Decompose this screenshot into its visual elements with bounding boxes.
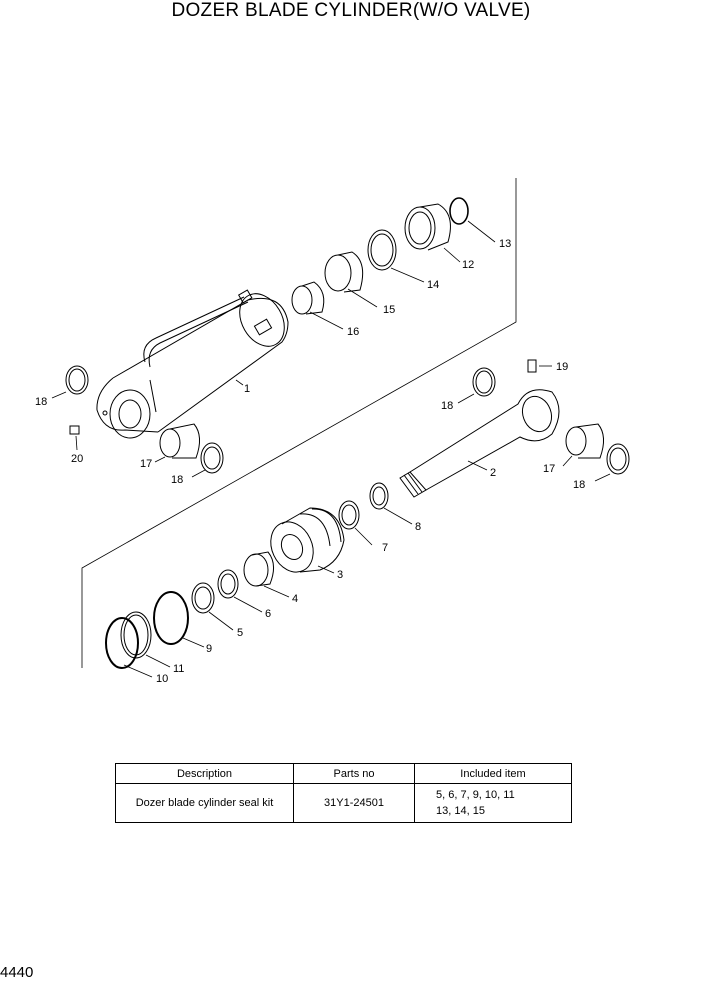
callout-19: 19 — [556, 361, 568, 373]
callout-20: 20 — [71, 453, 83, 465]
callout-7: 7 — [382, 542, 388, 554]
page-title: DOZER BLADE CYLINDER(W/O VALVE) — [171, 0, 531, 21]
callout-1: 1 — [244, 383, 250, 395]
cell-parts-no: 31Y1-24501 — [293, 783, 415, 823]
cylinder-tube-part-1 — [96, 289, 289, 439]
callout-2: 2 — [490, 467, 496, 479]
leader-lines — [51, 220, 611, 678]
piston-part-3 — [270, 507, 345, 573]
callout-4: 4 — [292, 593, 298, 605]
rod-seals-parts-12-to-16 — [291, 197, 469, 315]
callout-11: 11 — [173, 663, 184, 675]
cell-included-item: 5, 6, 7, 9, 10, 11 13, 14, 15 — [414, 783, 572, 823]
callout-18-right-bottom: 18 — [573, 479, 585, 491]
column-header-included-item: Included item — [414, 763, 572, 784]
page-number: 4440 — [0, 964, 34, 981]
callout-9: 9 — [206, 643, 212, 655]
callout-8: 8 — [415, 521, 421, 533]
callout-numbers: 1 2 3 4 5 6 7 8 9 10 11 12 13 14 15 16 1… — [35, 238, 585, 685]
callout-10: 10 — [156, 673, 168, 685]
callout-18-left-top: 18 — [35, 396, 47, 408]
o-rings-parts-9-to-11 — [105, 591, 189, 669]
table-header-row: Description Parts no Included item — [115, 763, 572, 784]
table-row: Dozer blade cylinder seal kit 31Y1-24501… — [115, 783, 572, 823]
pin-bushes-parts-17-18 — [65, 365, 630, 475]
piston-rod-part-2 — [399, 389, 560, 498]
callout-5: 5 — [237, 627, 243, 639]
callout-18-left-bottom: 18 — [171, 474, 183, 486]
callout-3: 3 — [337, 569, 343, 581]
included-item-line-1: 5, 6, 7, 9, 10, 11 — [436, 789, 515, 801]
bushing-part-4 — [243, 551, 274, 587]
grease-fittings-parts-19-20 — [69, 359, 537, 435]
callout-15: 15 — [383, 304, 395, 316]
callout-16: 16 — [347, 326, 359, 338]
callout-18-right-top: 18 — [441, 400, 453, 412]
column-header-description: Description — [115, 763, 294, 784]
callout-14: 14 — [427, 279, 439, 291]
assembly-frame — [81, 178, 517, 668]
callout-13: 13 — [499, 238, 511, 250]
callout-6: 6 — [265, 608, 271, 620]
seal-rings-parts-5-to-8 — [191, 482, 389, 614]
seal-kit-table: Description Parts no Included item Dozer… — [115, 763, 572, 823]
callout-12: 12 — [462, 259, 474, 271]
included-item-line-2: 13, 14, 15 — [436, 805, 485, 817]
cell-description: Dozer blade cylinder seal kit — [115, 783, 294, 823]
callout-17-left: 17 — [140, 458, 152, 470]
column-header-parts-no: Parts no — [293, 763, 415, 784]
callout-17-right: 17 — [543, 463, 555, 475]
